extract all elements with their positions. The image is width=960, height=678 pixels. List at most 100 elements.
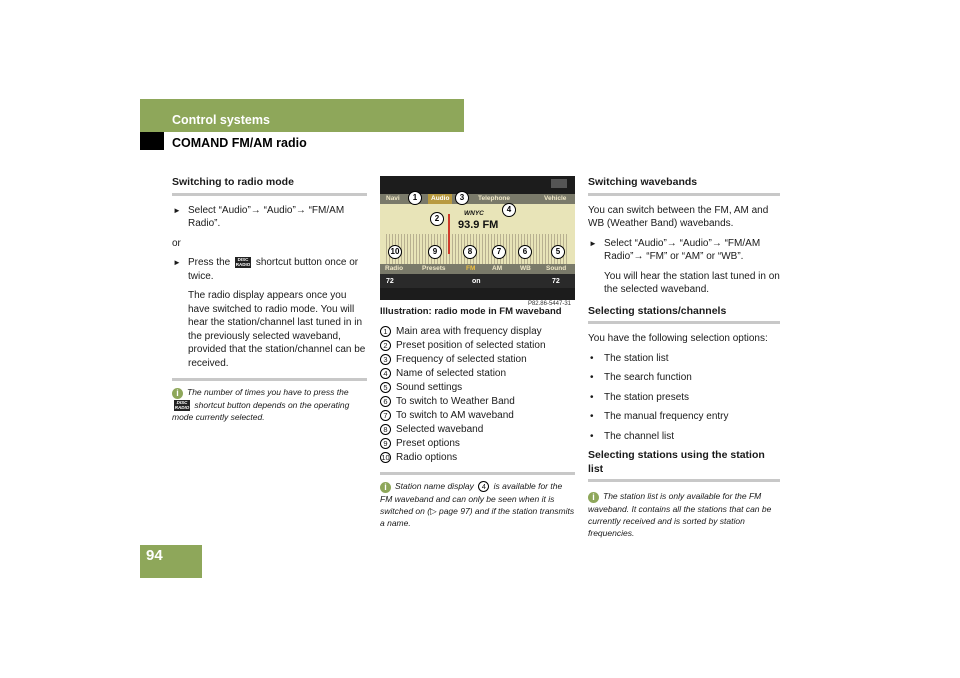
legend-num: 6 <box>380 395 391 407</box>
tab-navi: Navi <box>386 195 400 202</box>
column-2: Navi Audio Telephone Vehicle WNYC 93.9 F… <box>380 176 575 529</box>
legend-item: 5 Sound settings <box>380 381 575 395</box>
softkey-radio: Radio <box>385 265 404 272</box>
note2-num: 4 <box>478 481 490 492</box>
legend-num: 4 <box>380 367 391 379</box>
callout-3: 3 <box>455 191 469 205</box>
info-icon: i <box>380 482 391 493</box>
station-name: WNYC <box>464 210 484 217</box>
legend-text: Sound settings <box>396 381 463 393</box>
info-icon: i <box>172 388 183 399</box>
page-number-box: 94 <box>140 545 202 578</box>
frequency-marker <box>448 214 450 254</box>
note1-pre: The number of times you have to press th… <box>187 387 349 397</box>
info-note-1: i The number of times you have to press t… <box>172 378 367 423</box>
tab-vehicle: Vehicle <box>544 195 567 202</box>
softkey-fm: FM <box>466 265 476 272</box>
legend-num: 10 <box>380 451 391 463</box>
or-text: or <box>172 237 181 249</box>
legend-text: Preset position of selected station <box>396 339 546 351</box>
note2-pre: Station name display <box>395 481 474 491</box>
legend-item: 4 Name of selected station <box>380 367 575 381</box>
softkey-presets: Presets <box>422 265 446 272</box>
display-status-bar: 72 on 72 <box>380 274 575 288</box>
callout-7: 7 <box>492 245 506 259</box>
signal-icon <box>551 179 567 188</box>
legend-text: Radio options <box>396 451 458 463</box>
legend-text: To switch to Weather Band <box>396 395 515 407</box>
options-intro: You have the following selection options… <box>588 333 768 344</box>
disc-radio-button-icon-small: DISC RADIO <box>174 400 190 411</box>
tab-telephone: Telephone <box>478 195 511 202</box>
callout-4: 4 <box>502 203 516 217</box>
callout-9: 9 <box>428 245 442 259</box>
legend-item: 7 To switch to AM waveband <box>380 409 575 423</box>
column-1: Switching to radio mode Select “Audio”→ … <box>172 176 367 423</box>
legend-text: Preset options <box>396 437 460 449</box>
legend-text: Name of selected station <box>396 367 507 379</box>
subsection-title: COMAND FM/AM radio <box>172 136 307 150</box>
tab-audio: Audio <box>428 194 453 204</box>
softkey-am: AM <box>492 265 503 272</box>
frequency-display: 93.9 FM <box>458 219 499 231</box>
display-top-bar: Navi Audio Telephone Vehicle <box>380 194 575 204</box>
radio-display-illustration: Navi Audio Telephone Vehicle WNYC 93.9 F… <box>380 176 575 307</box>
callout-6: 6 <box>518 245 532 259</box>
legend-text: Main area with frequency display <box>396 325 542 337</box>
list-item: The search function <box>588 371 780 385</box>
legend-item: 6 To switch to Weather Band <box>380 395 575 409</box>
section-title: Control systems <box>172 113 270 127</box>
legend-num: 2 <box>380 339 391 351</box>
legend-item: 3 Frequency of selected station <box>380 353 575 367</box>
display-main-area: WNYC 93.9 FM <box>380 204 575 264</box>
column-3: Switching wavebands You can switch betwe… <box>588 176 780 539</box>
page-number: 94 <box>146 547 163 564</box>
step2-pre: Press the <box>188 257 231 268</box>
status-temp-right: 72 <box>552 278 560 285</box>
legend-item: 1 Main area with frequency display <box>380 325 575 339</box>
display-bottom-bar: Radio Presets FM AM WB Sound <box>380 264 575 274</box>
result-radio-display: The radio display appears once you have … <box>188 290 366 369</box>
step-select-waveband: Select “Audio”→ “Audio”→ “FM/AM Radio”→ … <box>588 237 780 264</box>
status-on: on <box>472 278 481 285</box>
step-select-radio: Select “Audio”→ “Audio”→ “FM/AM Radio”. <box>172 204 367 231</box>
heading-switching-radio: Switching to radio mode <box>172 176 367 196</box>
legend-item: 9 Preset options <box>380 437 575 451</box>
waveband-result: You will hear the station last tuned in … <box>604 270 780 296</box>
legend-item: 8 Selected waveband <box>380 423 575 437</box>
note2-post: is available for the FM waveband and can… <box>380 481 575 528</box>
legend-text: Selected waveband <box>396 423 484 435</box>
list-item: The station list <box>588 352 780 366</box>
legend-num: 8 <box>380 423 391 435</box>
callout-1: 1 <box>408 191 422 205</box>
heading-selecting-stations: Selecting stations/channels <box>588 305 780 324</box>
frequency-scale <box>386 234 569 264</box>
info-icon: i <box>588 492 599 503</box>
callout-2: 2 <box>430 212 444 226</box>
disc-radio-button-icon: DISC RADIO <box>235 257 252 268</box>
note3-text: The station list is only available for t… <box>588 491 772 538</box>
legend-text: Frequency of selected station <box>396 353 527 365</box>
status-temp-left: 72 <box>386 278 394 285</box>
heading-station-list: Selecting stations using the station lis… <box>588 449 780 482</box>
legend-num: 9 <box>380 437 391 449</box>
legend-num: 1 <box>380 325 391 337</box>
legend-text: To switch to AM waveband <box>396 409 514 421</box>
list-item: The station presets <box>588 391 780 405</box>
legend-item: 2 Preset position of selected station <box>380 339 575 353</box>
callout-10: 10 <box>388 245 402 259</box>
figure-code: P82.86-5447-31 <box>527 300 571 307</box>
info-note-2: i Station name display 4 is available for… <box>380 472 575 529</box>
step-press-button: Press the DISC RADIO shortcut button onc… <box>172 256 367 283</box>
illustration-caption: Illustration: radio mode in FM waveband <box>380 306 562 317</box>
legend-num: 3 <box>380 353 391 365</box>
list-item: The manual frequency entry <box>588 410 780 424</box>
legend-num: 7 <box>380 409 391 421</box>
step2-post: shortcut button once or twice. <box>188 257 359 282</box>
heading-switching-wavebands: Switching wavebands <box>588 176 780 196</box>
wavebands-intro: You can switch between the FM, AM and WB… <box>588 204 769 230</box>
header-marker <box>140 132 164 150</box>
legend-num: 5 <box>380 381 391 393</box>
